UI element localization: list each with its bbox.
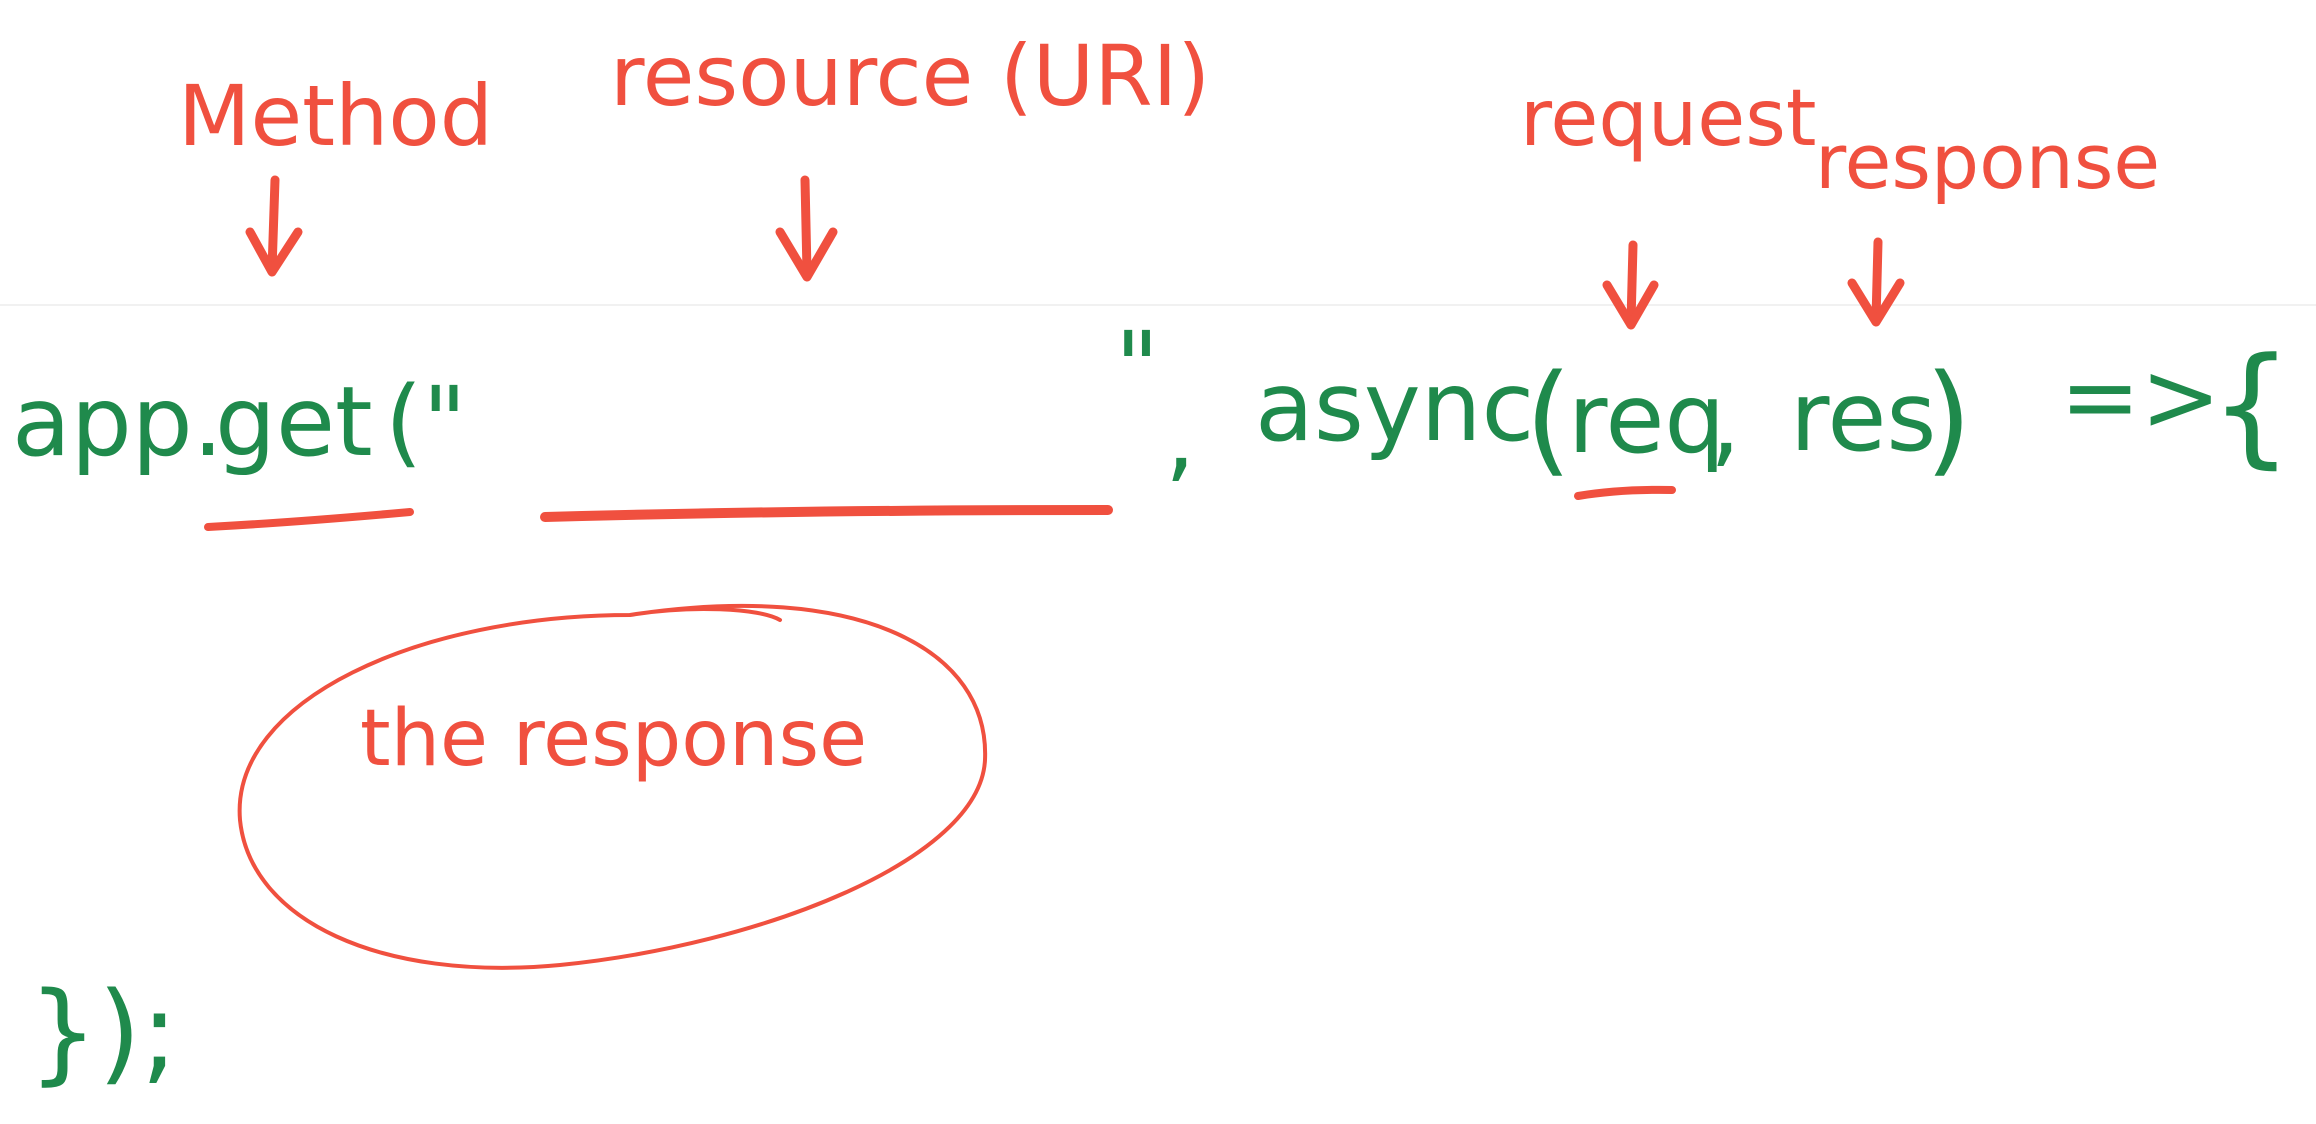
code-arrow: => [2060, 341, 2221, 453]
response-circle-text: the response [360, 694, 867, 784]
code-open-paren: ( [1525, 350, 1572, 489]
code-open-brace: { [2210, 329, 2293, 481]
method-label: Method [178, 67, 493, 165]
code-async-keyword: async [1255, 351, 1534, 463]
code-open-call: (" [385, 366, 467, 478]
code-closing-line: }); [28, 968, 178, 1096]
get-underline [204, 508, 414, 531]
resource-arrow [775, 175, 838, 282]
code-param-separator: , [1710, 366, 1741, 478]
code-close-quote: " [1115, 311, 1159, 423]
code-method-get: get [215, 366, 373, 478]
code-comma: , [1165, 381, 1196, 493]
method-arrow [245, 175, 303, 277]
req-underline [1574, 485, 1676, 500]
code-close-paren: ) [1925, 350, 1972, 489]
response-ellipse [237, 603, 988, 970]
request-label: request [1520, 74, 1817, 164]
code-res-param: res [1790, 361, 1936, 473]
code-app-prefix: app. [12, 366, 223, 478]
response-label: response [1815, 117, 2160, 206]
code-req-param: req [1568, 363, 1725, 475]
request-arrow [1602, 240, 1659, 330]
uri-blank-underline [540, 505, 1113, 522]
resource-uri-label: resource (URI) [610, 27, 1210, 125]
response-arrow [1847, 237, 1905, 327]
